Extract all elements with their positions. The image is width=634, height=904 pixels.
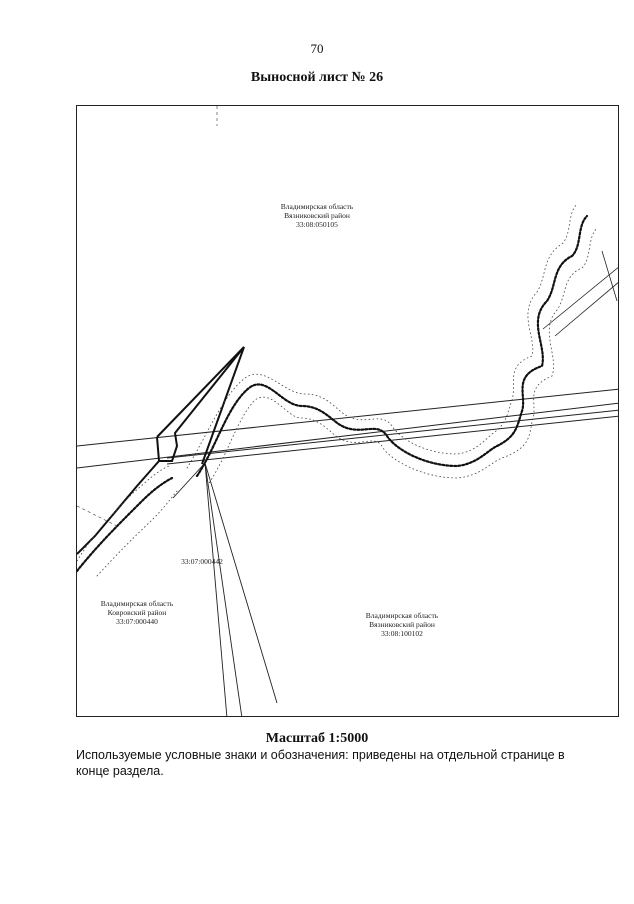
north-area-label: Владимирская область Вязниковский район … xyxy=(252,202,382,229)
thin-diagonals xyxy=(542,250,618,337)
page-number: 70 xyxy=(310,41,324,56)
survey-line xyxy=(77,203,598,577)
north-district: Вязниковский район xyxy=(284,211,350,220)
southeast-district: Вязниковский район xyxy=(369,620,435,629)
southeast-cadastral: 33:08:100102 xyxy=(381,629,423,638)
southwest-region: Владимирская область xyxy=(100,599,174,608)
parcel-boundaries xyxy=(172,462,278,716)
plot-cadastral: 33:07:000442 xyxy=(181,557,223,566)
map-scale: Масштаб 1:5000 xyxy=(265,731,369,746)
auxiliary-dashes xyxy=(77,106,218,527)
southeast-area-label: Владимирская область Вязниковский район … xyxy=(337,611,467,638)
southeast-region: Владимирская область xyxy=(365,611,439,620)
north-cadastral: 33:08:050105 xyxy=(296,220,338,229)
bold-boundary xyxy=(77,346,245,555)
southwest-cadastral: 33:07:000440 xyxy=(116,617,158,626)
sheet-title: Выносной лист № 26 xyxy=(250,70,384,85)
southwest-district: Ковровский район xyxy=(107,608,167,617)
southwest-area-label: Владимирская область Ковровский район 33… xyxy=(82,599,192,626)
north-region: Владимирская область xyxy=(280,202,354,211)
cadastral-map xyxy=(77,106,618,716)
legend-note: Используемые условные знаки и обозначени… xyxy=(76,748,565,778)
road-corridor xyxy=(77,388,618,469)
map-frame: Владимирская область Вязниковский район … xyxy=(76,105,619,717)
